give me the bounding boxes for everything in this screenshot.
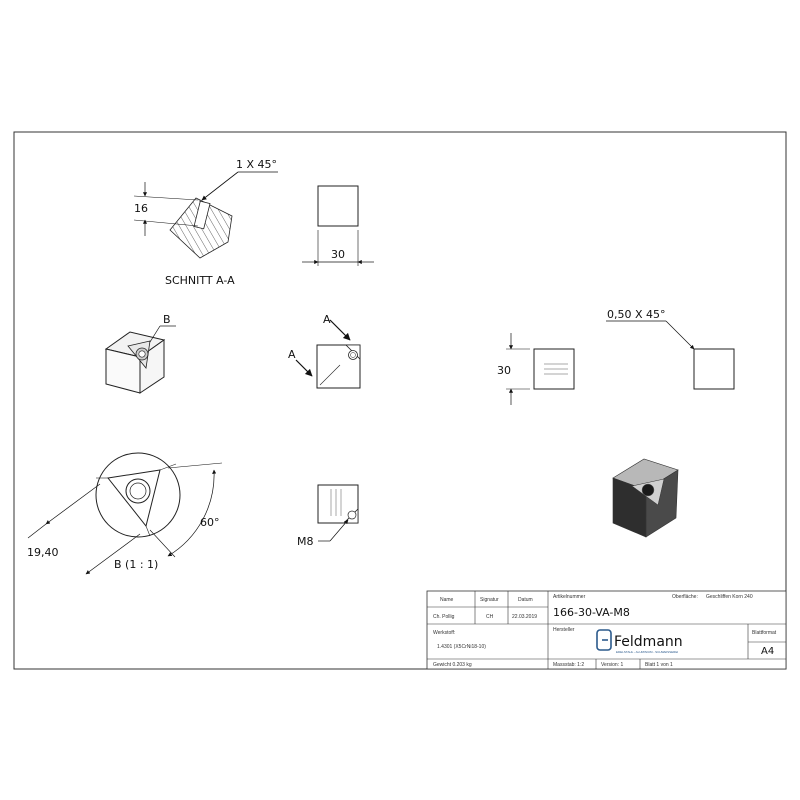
logo-mark-icon: [596, 629, 612, 651]
thread-label: M8: [297, 535, 314, 548]
thread-bore: [193, 200, 211, 230]
back-view: 0,50 X 45°: [606, 308, 735, 390]
width-label: 30: [331, 248, 345, 261]
tb-sheet: Blatt 1 von 1: [645, 662, 673, 668]
cube-left: [105, 348, 141, 394]
detail-edge-3: [145, 525, 151, 537]
section-view-a-a: 1 X 45° 16 SCHNITT A-A: [133, 158, 278, 287]
section-mark-a-left: A: [288, 348, 296, 361]
tb-weight: Gewicht 0.203 kg: [433, 662, 472, 668]
detail-b-label: B: [163, 313, 171, 326]
logo-text: Feldmann: [614, 634, 683, 650]
detail-hole: [125, 478, 151, 504]
square-outline: [317, 185, 359, 227]
section-label: SCHNITT A-A: [165, 274, 235, 287]
tb-surface-value: Geschliffen Korn 240: [706, 594, 753, 600]
corner-hole: [348, 350, 358, 360]
angle-label: 60°: [200, 516, 220, 529]
detail-hole-inner: [129, 482, 147, 500]
section-arrow-a-left: [295, 359, 313, 377]
corner-hole-inner: [350, 352, 356, 358]
section-line: [319, 364, 341, 386]
tb-header-name: Name: [440, 597, 454, 603]
bottom-hole: [347, 510, 357, 520]
detail-label: B (1 : 1): [114, 558, 158, 571]
detail-b-view: 60° 19,40 B (1 : 1): [27, 452, 223, 575]
square-outline: [693, 348, 735, 390]
chamfer-right-label: 0,50 X 45°: [607, 308, 666, 321]
drawing-frame: [13, 131, 787, 670]
detail-edge-2: [159, 463, 177, 471]
tb-material-value: 1.4301 (X5CrNi18-10): [437, 644, 486, 650]
logo-subtitle: EDELSTAHL - ALUMINIUM - SCHWEISSEREI: [616, 650, 678, 654]
company-logo: Feldmann EDELSTAHL - ALUMINIUM - SCHWEIS…: [596, 629, 683, 654]
tb-date: 22.03.2019: [512, 614, 537, 620]
bottom-view: M8: [297, 484, 359, 548]
tb-article-number: 166-30-VA-M8: [553, 606, 630, 619]
chamfer-leader: [201, 171, 239, 201]
front-view-center: A A: [288, 313, 361, 389]
angle-ext-2: [149, 529, 176, 558]
tb-header-date: Datum: [518, 597, 533, 603]
tb-signature: CH: [486, 614, 494, 620]
detail-b-leader: [149, 325, 161, 343]
depth-label: 16: [134, 202, 148, 215]
title-block: Name Signatur Datum Ch. Pollig CH 22.03.…: [426, 590, 787, 670]
height-label: 30: [497, 364, 511, 377]
tb-article-label: Artikelnummer: [553, 594, 586, 600]
iso-view-right: [612, 458, 679, 538]
tb-surface-label: Oberfläche:: [672, 594, 698, 600]
tb-scale: Massstab: 1:2: [553, 662, 584, 668]
depth-ext-1: [133, 195, 199, 201]
tb-format-value: A4: [761, 646, 774, 657]
tb-header-signature: Signatur: [480, 597, 499, 603]
tb-version: Version: 1: [601, 662, 623, 668]
dia-label: 19,40: [27, 546, 59, 559]
tb-name: Ch. Pollig: [433, 614, 455, 620]
shaded-cube-hole: [641, 483, 655, 497]
front-view-top: 30: [302, 185, 374, 266]
dia-leader: [45, 483, 101, 525]
angle-arc: [167, 469, 217, 557]
side-view: 30: [497, 333, 575, 405]
chamfer-right-leader: [665, 320, 695, 350]
iso-view-left: B: [104, 313, 176, 394]
dia-leader-ext: [27, 523, 47, 539]
dia-leader-2: [85, 533, 141, 575]
tb-maker-label: Hersteller: [553, 627, 575, 633]
angle-ext-1: [167, 462, 223, 469]
tb-material-label: Werkstoff:: [433, 630, 455, 636]
m8-leader: [329, 519, 349, 542]
section-arrow-a-top: [329, 319, 351, 341]
cube-hole-inner: [138, 350, 146, 358]
section-mark-a-top: A: [323, 313, 331, 326]
chamfer-top-label: 1 X 45°: [236, 158, 277, 171]
tb-format-label: Blattformat: [752, 630, 777, 636]
